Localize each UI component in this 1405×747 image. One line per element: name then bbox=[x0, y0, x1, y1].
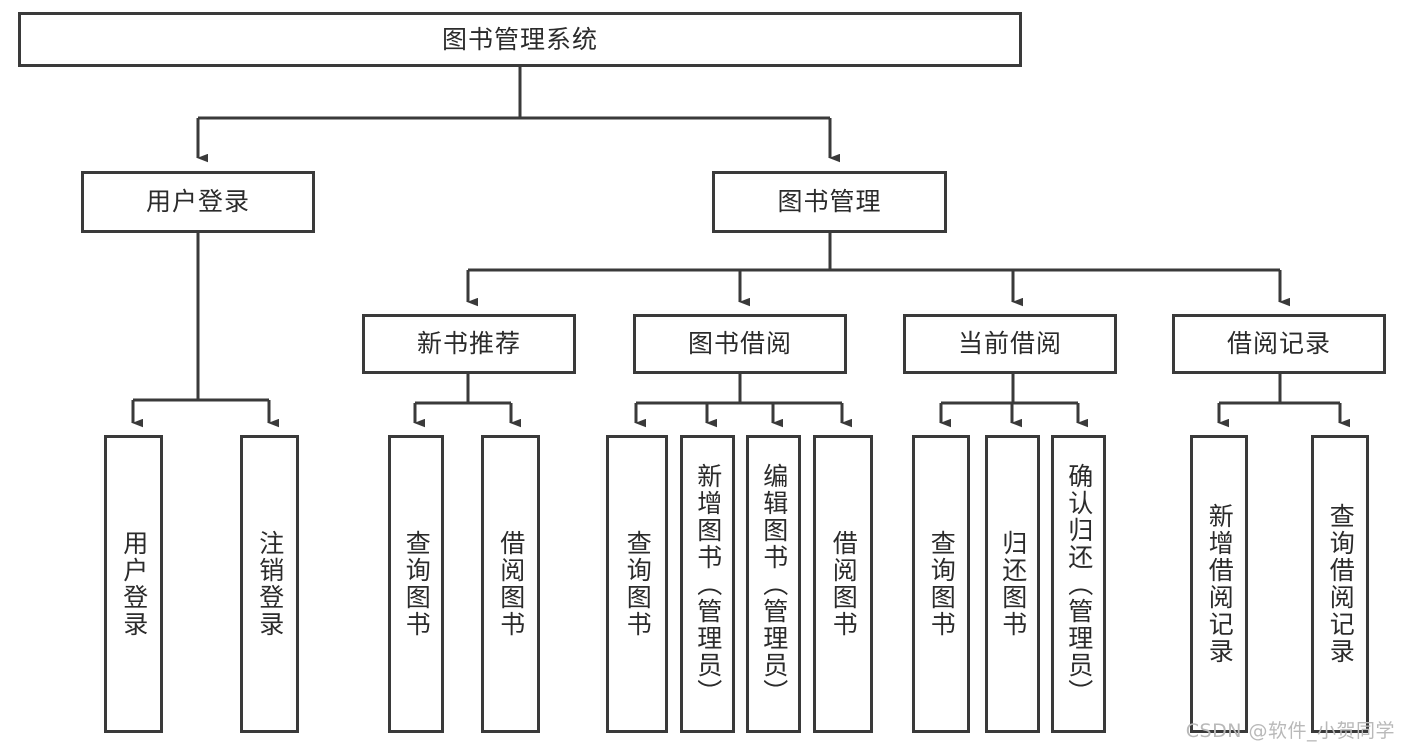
node-label: 用户登录 bbox=[145, 187, 250, 217]
node-return-book[interactable]: 归还图书 bbox=[985, 435, 1040, 733]
node-label: 当前借阅 bbox=[957, 329, 1062, 359]
node-label: 注销登录 bbox=[255, 530, 285, 638]
node-edit-book-admin[interactable]: 编辑图书（管理员） bbox=[746, 435, 801, 733]
node-label: 借阅图书 bbox=[829, 530, 859, 638]
node-label: 借阅图书 bbox=[496, 530, 526, 638]
node-query-book-borrow[interactable]: 查询图书 bbox=[606, 435, 668, 733]
node-label: 新增借阅记录 bbox=[1205, 503, 1235, 665]
node-new-book-recommend[interactable]: 新书推荐 bbox=[362, 314, 576, 374]
node-borrow-book-rec[interactable]: 借阅图书 bbox=[481, 435, 540, 733]
node-label: 查询图书 bbox=[402, 530, 432, 638]
node-label: 归还图书 bbox=[998, 530, 1028, 638]
node-label: 借阅记录 bbox=[1226, 329, 1331, 359]
node-query-book-rec[interactable]: 查询图书 bbox=[388, 435, 444, 733]
node-user-logout[interactable]: 注销登录 bbox=[240, 435, 299, 733]
node-add-book-admin[interactable]: 新增图书（管理员） bbox=[680, 435, 735, 733]
csdn-watermark: CSDN @软件_小贺同学 bbox=[1185, 720, 1395, 742]
node-label: 查询图书 bbox=[623, 530, 653, 638]
node-label: 确认归还（管理员） bbox=[1064, 462, 1094, 706]
node-user-login-do[interactable]: 用户登录 bbox=[104, 435, 163, 733]
node-confirm-return-admin[interactable]: 确认归还（管理员） bbox=[1051, 435, 1106, 733]
node-borrow-records[interactable]: 借阅记录 bbox=[1172, 314, 1386, 374]
node-label: 用户登录 bbox=[119, 530, 149, 638]
node-add-borrow-record[interactable]: 新增借阅记录 bbox=[1190, 435, 1248, 733]
node-current-borrow[interactable]: 当前借阅 bbox=[903, 314, 1117, 374]
node-label: 查询图书 bbox=[927, 530, 957, 638]
node-book-management[interactable]: 图书管理 bbox=[712, 171, 947, 233]
node-label: 图书管理 bbox=[777, 187, 882, 217]
node-label: 编辑图书（管理员） bbox=[759, 462, 789, 706]
node-label: 图书管理系统 bbox=[441, 24, 598, 54]
node-book-borrow[interactable]: 图书借阅 bbox=[633, 314, 847, 374]
node-query-book-current[interactable]: 查询图书 bbox=[912, 435, 970, 733]
node-query-borrow-record[interactable]: 查询借阅记录 bbox=[1311, 435, 1369, 733]
node-label: 查询借阅记录 bbox=[1326, 503, 1356, 665]
node-label: 图书借阅 bbox=[687, 329, 792, 359]
node-label: 新增图书（管理员） bbox=[693, 462, 723, 706]
node-label: 新书推荐 bbox=[416, 329, 521, 359]
node-user-login[interactable]: 用户登录 bbox=[81, 171, 315, 233]
node-root-system[interactable]: 图书管理系统 bbox=[18, 12, 1022, 67]
node-borrow-book-do[interactable]: 借阅图书 bbox=[813, 435, 873, 733]
